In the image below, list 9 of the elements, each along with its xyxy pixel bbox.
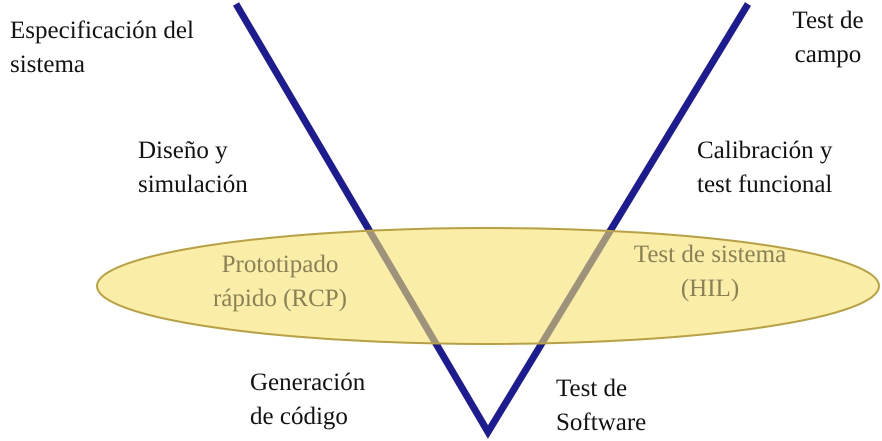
stage-label: Calibración y test funcional: [697, 136, 834, 200]
stage-label: Test de campo: [791, 6, 865, 70]
stage-label: Generación de código: [250, 368, 366, 432]
stage-label: Diseño y simulación: [138, 136, 249, 200]
stage-label: Especificación del sistema: [10, 16, 195, 80]
region-label: Prototipado rápido (RCP): [212, 250, 348, 314]
ellipse-region: [95, 226, 881, 346]
stage-label: Test de Software: [556, 374, 648, 438]
region-label: Test de sistema (HIL): [632, 240, 788, 304]
